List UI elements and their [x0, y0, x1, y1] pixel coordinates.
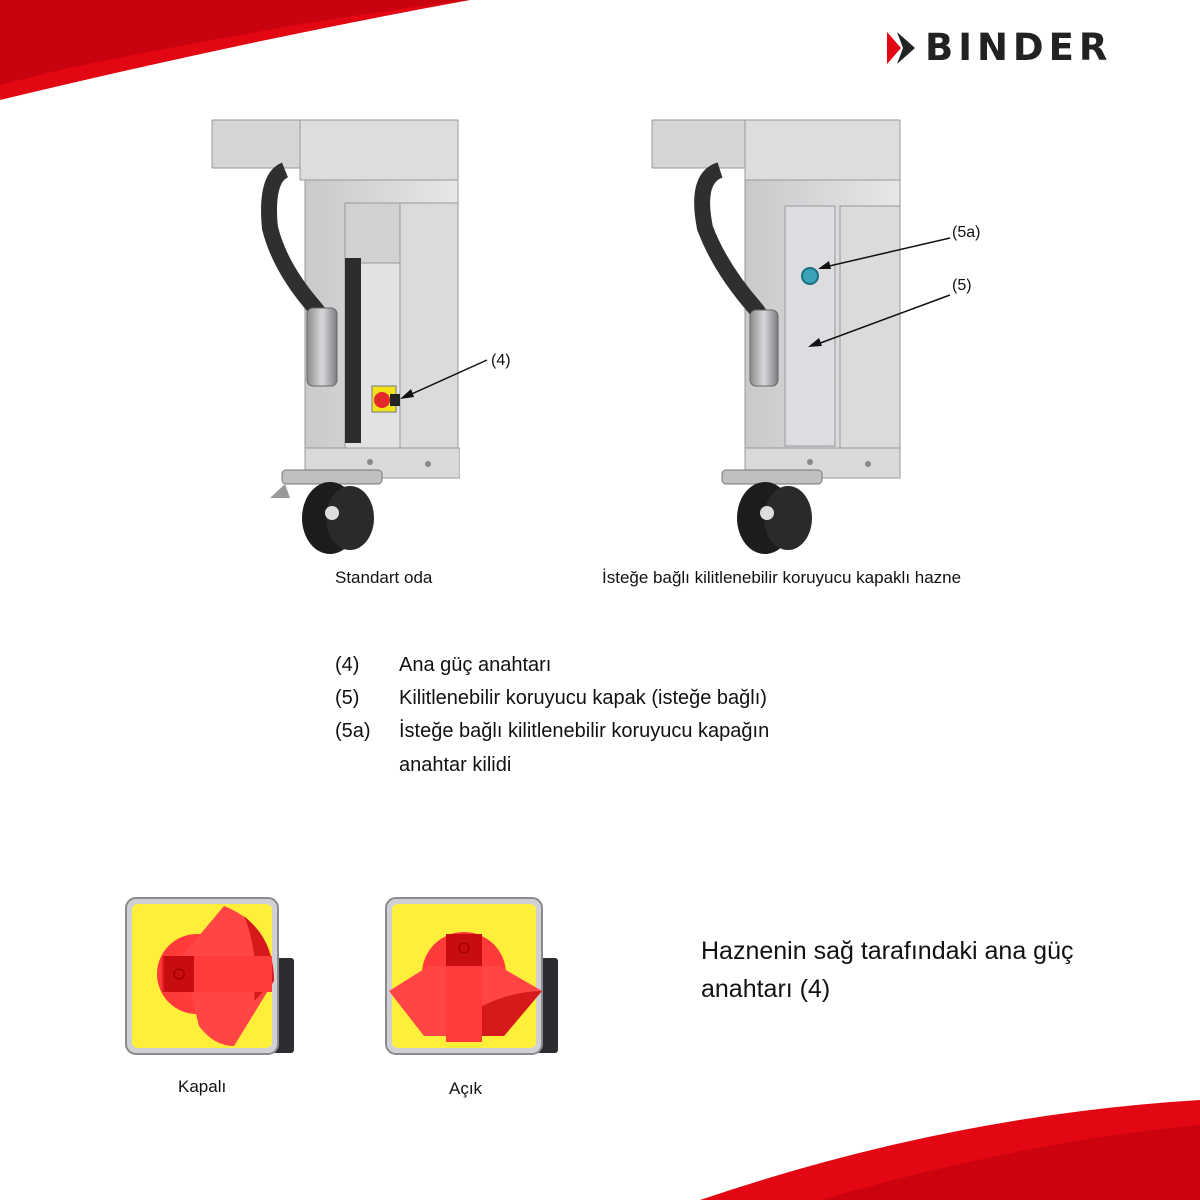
callout-4-arrow	[400, 359, 488, 399]
optional-chamber-illustration	[651, 119, 901, 554]
legend-text: Ana güç anahtarı	[399, 654, 552, 676]
switch-on-label: Açık	[449, 1079, 483, 1098]
standard-chamber-illustration	[211, 119, 460, 554]
optional-chamber-caption: İsteğe bağlı kilitlenebilir koruyucu kap…	[602, 568, 962, 587]
switch-on-illustration	[385, 897, 558, 1055]
standard-chamber-caption: Standart oda	[335, 568, 433, 587]
legend-text: Kilitlenebilir koruyucu kapak (isteğe ba…	[399, 687, 767, 709]
legend-code: (4)	[335, 654, 360, 676]
bottom-right-swoosh	[700, 1100, 1200, 1200]
binder-logo-mark-icon	[887, 32, 915, 64]
callout-5-label: (5)	[952, 277, 972, 294]
legend-code: (5)	[335, 687, 360, 709]
legend-text: İsteğe bağlı kilitlenebilir koruyucu kap…	[399, 720, 770, 776]
main-switch-note: Haznenin sağ tarafındaki ana güç anahtar…	[701, 937, 1074, 1003]
callout-5-arrow	[808, 294, 951, 347]
callout-4-label: (4)	[491, 352, 511, 369]
binder-logo: BINDER	[885, 28, 1112, 68]
brand-name: BINDER	[925, 26, 1113, 69]
switch-off-label: Kapalı	[178, 1077, 227, 1096]
top-left-swoosh	[0, 0, 470, 100]
switch-off-illustration	[125, 897, 294, 1055]
legend: (4) Ana güç anahtarı (5) Kilitlenebilir …	[335, 648, 875, 788]
callout-5a-arrow	[818, 237, 951, 269]
callout-5a-label: (5a)	[952, 224, 981, 241]
legend-code: (5a)	[335, 720, 371, 742]
